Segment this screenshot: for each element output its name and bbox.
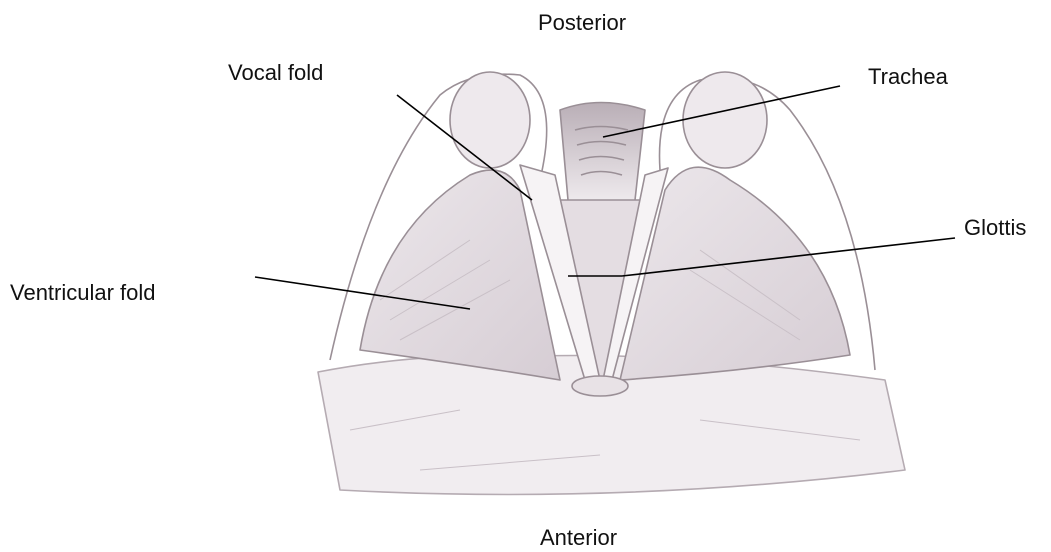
trachea-label: Trachea — [868, 66, 948, 88]
ventricular-fold-label: Ventricular fold — [10, 282, 156, 304]
trachea-opening — [560, 103, 645, 208]
glottis-label: Glottis — [964, 217, 1026, 239]
anterior-label: Anterior — [540, 527, 617, 549]
left-arytenoid — [450, 72, 530, 168]
vocal-fold-label: Vocal fold — [228, 62, 323, 84]
right-arytenoid — [683, 72, 767, 168]
ventricular-fold-left-shape — [360, 170, 560, 380]
anterior-commissure — [572, 376, 628, 396]
posterior-label: Posterior — [538, 12, 626, 34]
